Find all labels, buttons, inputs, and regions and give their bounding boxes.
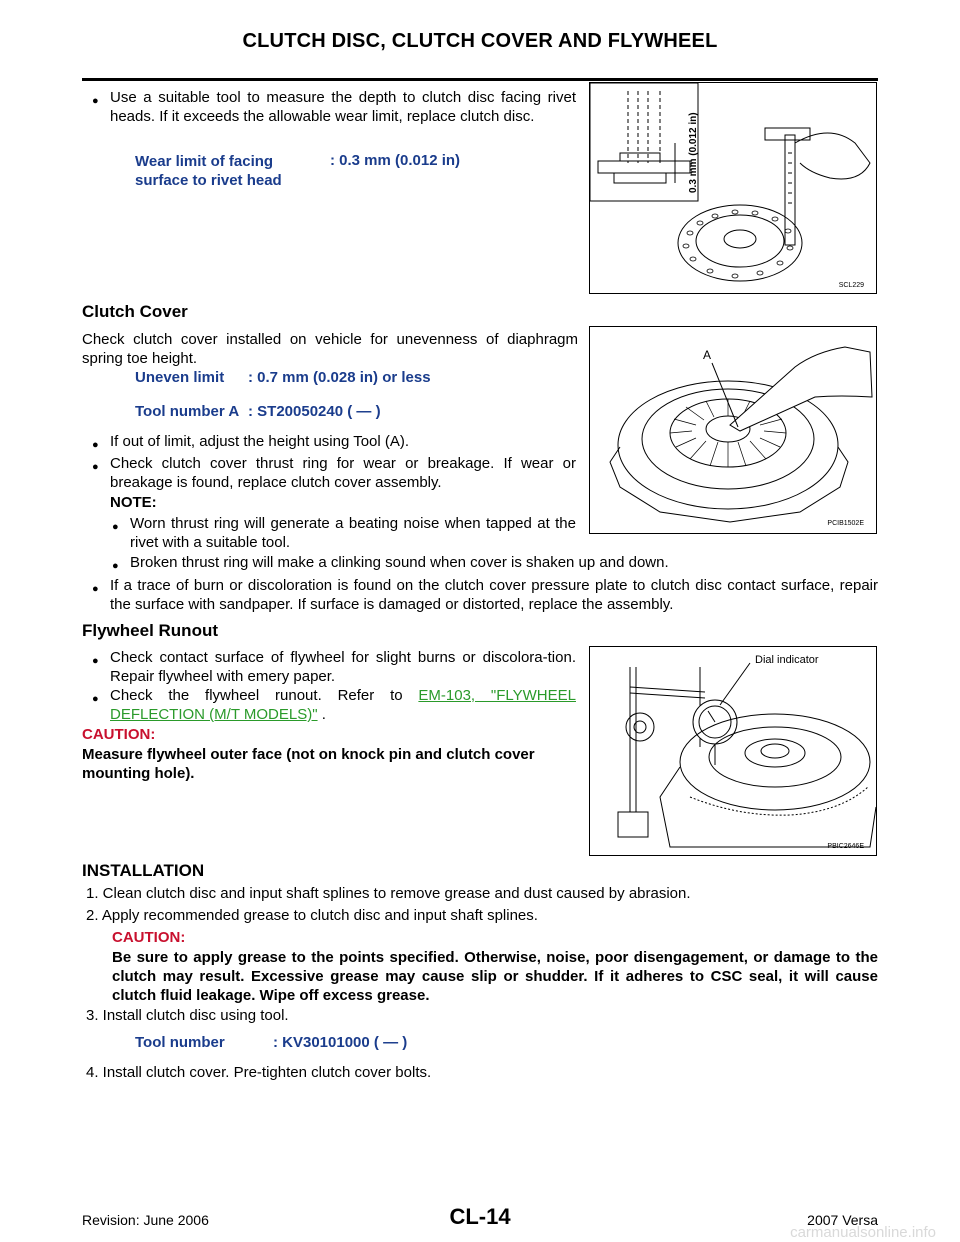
bullet-icon: ● xyxy=(92,95,99,107)
section-heading-flywheel-runout: Flywheel Runout xyxy=(82,621,218,640)
dial-indicator-illustration: Dial indicator xyxy=(617,654,876,848)
flywheel-bullet: ● Check the flywheel runout. Refer to EM… xyxy=(92,686,576,724)
figure-code: PBIC2646E xyxy=(827,843,864,850)
clutch-cover-bullet: ● Check clutch cover thrust ring for wea… xyxy=(92,454,576,492)
bullet-icon: ● xyxy=(92,655,99,667)
clutch-cover-bullet: ● If a trace of burn or discoloration is… xyxy=(92,576,878,614)
installation-step: 3. Install clutch disc using tool. xyxy=(86,1007,289,1024)
clutch-cover-bullet-text: Check clutch cover thrust ring for wear … xyxy=(110,455,576,491)
wear-check-text: Use a suitable tool to measure the depth… xyxy=(110,89,576,125)
wear-spec-label: Wear limit of facing surface to rivet he… xyxy=(135,152,335,190)
wear-spec-label-line2: surface to rivet head xyxy=(135,172,282,189)
header-rule xyxy=(82,78,878,81)
caution-text: Be sure to apply grease to the points sp… xyxy=(112,949,878,1004)
note-item-text: Broken thrust ring will make a clinking … xyxy=(130,554,669,571)
flywheel-deflection-link[interactable]: EM-103, "FLYWHEEL DEFLECTION (M/T MODELS… xyxy=(110,687,576,723)
note-label: NOTE: xyxy=(110,494,157,511)
clutch-cover-bullet: ● If out of limit, adjust the height usi… xyxy=(92,432,576,451)
note-item: ● Broken thrust ring will make a clinkin… xyxy=(112,553,870,572)
wear-check-item: ● Use a suitable tool to measure the dep… xyxy=(92,88,576,126)
flywheel-bullet: ● Check contact surface of flywheel for … xyxy=(92,648,576,686)
figure-code: SCL229 xyxy=(838,282,864,289)
dial-indicator-callout: Dial indicator xyxy=(755,654,819,666)
figure-dimension-label: 0.3 mm (0.012 in) xyxy=(688,112,699,193)
note-item: ● Worn thrust ring will generate a beati… xyxy=(112,514,576,552)
flywheel-bullet-text: Check contact surface of flywheel for sl… xyxy=(110,649,576,685)
section-heading-installation: INSTALLATION xyxy=(82,861,205,880)
figure-pcib1502e: A PCIB1502E xyxy=(589,326,877,534)
figure-scl229: 0.3 mm (0.012 in) SCL229 xyxy=(589,82,877,294)
uneven-limit-value: : 0.7 mm (0.028 in) or less xyxy=(248,369,431,386)
watermark: carmanualsonline.info xyxy=(790,1224,936,1241)
wear-spec-value: : 0.3 mm (0.012 in) xyxy=(330,152,461,169)
tool-a-callout: A xyxy=(703,348,711,362)
caution-text: Measure flywheel outer face (not on knoc… xyxy=(82,746,535,782)
tool-a-label: Tool number A xyxy=(135,403,240,420)
caution-label: CAUTION: xyxy=(112,929,186,946)
bullet-icon: ● xyxy=(92,439,99,451)
tool-number-label: Tool number xyxy=(135,1034,225,1051)
installation-step: 2. Apply recommended grease to clutch di… xyxy=(86,907,538,924)
page-title: CLUTCH DISC, CLUTCH COVER AND FLYWHEEL xyxy=(242,30,718,52)
figure-pbic2646e: Dial indicator PBIC2646E xyxy=(589,646,877,856)
model-year: 2007 Versa xyxy=(807,1212,878,1228)
uneven-limit-label: Uneven limit xyxy=(135,369,225,386)
flywheel-bullet-suffix: . xyxy=(317,706,326,723)
bullet-icon: ● xyxy=(92,693,99,705)
bullet-icon: ● xyxy=(112,560,119,572)
tool-number-value: : KV30101000 ( — ) xyxy=(273,1034,408,1051)
tool-a-value: : ST20050240 ( — ) xyxy=(248,403,381,420)
section-heading-clutch-cover: Clutch Cover xyxy=(82,302,188,321)
wear-spec-label-line1: Wear limit of facing xyxy=(135,153,274,170)
clutch-cover-bullet-text: If out of limit, adjust the height using… xyxy=(110,433,410,450)
page-number: CL-14 xyxy=(449,1204,511,1229)
clutch-cover-illustration: A xyxy=(609,346,873,523)
clutch-cover-bullet-text: If a trace of burn or discoloration is f… xyxy=(110,577,878,613)
note-item-text: Worn thrust ring will generate a beating… xyxy=(130,515,576,551)
caution-label: CAUTION: xyxy=(82,726,156,743)
figure-code: PCIB1502E xyxy=(827,520,864,527)
installation-step: 4. Install clutch cover. Pre-tighten clu… xyxy=(86,1064,432,1081)
installation-step: 1. Clean clutch disc and input shaft spl… xyxy=(86,885,691,902)
bullet-icon: ● xyxy=(92,461,99,473)
flywheel-bullet-text: Check the flywheel runout. Refer to xyxy=(110,687,419,704)
bullet-icon: ● xyxy=(92,583,99,595)
clutch-disc-measure-illustration: 0.3 mm (0.012 in) xyxy=(590,83,871,282)
revision-date: Revision: June 2006 xyxy=(82,1212,209,1228)
bullet-icon: ● xyxy=(112,521,119,533)
clutch-cover-intro: Check clutch cover installed on vehicle … xyxy=(82,331,578,367)
